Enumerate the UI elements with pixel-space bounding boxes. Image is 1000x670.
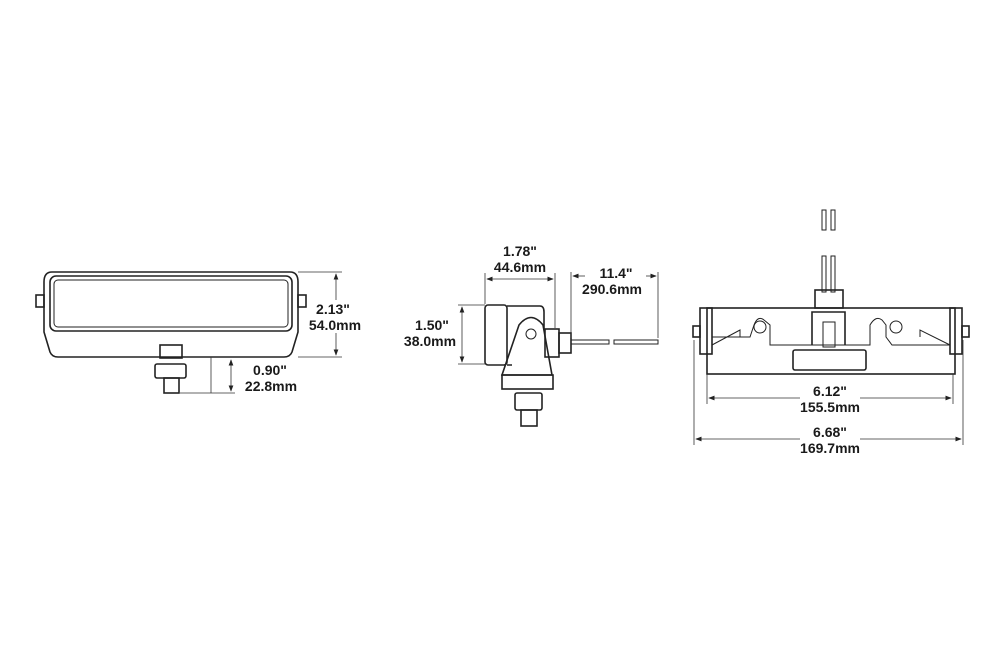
overall-width-inches-label: 6.68" <box>813 424 847 440</box>
side-tab-right <box>297 294 307 308</box>
mount-nut <box>154 363 187 379</box>
wire-1-end <box>821 209 827 231</box>
wire-1 <box>821 255 827 293</box>
wire-end <box>613 339 659 345</box>
mount-bolt <box>163 377 180 394</box>
height-inches-label: 2.13" <box>316 301 350 317</box>
heat-sink-block <box>792 349 867 371</box>
housing-outline <box>43 271 299 358</box>
body-width-inches-label: 6.12" <box>813 383 847 399</box>
body-width-mm-label: 155.5mm <box>800 399 860 415</box>
side-view: 1.78" 44.6mm 11.4" 290.6mm 1.50" 38.0mm <box>404 243 659 427</box>
connector-tip <box>558 332 572 354</box>
center-boss <box>811 311 846 345</box>
connector <box>544 328 560 358</box>
center-slot <box>822 321 836 348</box>
mount-bracket <box>500 316 553 376</box>
side-height-mm-label: 38.0mm <box>404 333 456 349</box>
depth-inches-label: 1.78" <box>503 243 537 259</box>
wire-length-inches-label: 11.4" <box>599 265 632 281</box>
rear-end-right <box>949 307 963 355</box>
rear-ribs <box>711 329 951 346</box>
rear-fins <box>712 317 950 346</box>
mount-depth-inches-label: 0.90" <box>253 362 287 378</box>
side-height-inches-label: 1.50" <box>415 317 449 333</box>
lens-inner <box>53 279 289 328</box>
bracket-base <box>501 374 554 390</box>
rear-end-left <box>699 307 713 355</box>
screw-boss-left <box>753 320 767 334</box>
screw-boss-right <box>889 320 903 334</box>
lens-side <box>484 304 508 366</box>
bracket-bolt <box>520 409 538 427</box>
side-tab-left <box>35 294 45 308</box>
wire-length-mm-label: 290.6mm <box>582 281 642 297</box>
depth-mm-label: 44.6mm <box>494 259 546 275</box>
bracket-nut <box>514 392 543 411</box>
wire-segment <box>570 339 610 345</box>
overall-width-mm-label: 169.7mm <box>800 440 860 456</box>
rear-tab-right <box>961 325 970 338</box>
front-view: 2.13" 54.0mm 0.90" 22.8mm <box>35 271 361 394</box>
pivot-gear <box>525 328 537 340</box>
housing-side <box>507 305 545 366</box>
mount-stud <box>159 344 183 359</box>
wire-2 <box>830 255 836 293</box>
wire-2-end <box>830 209 836 231</box>
rear-view: 6.12" 155.5mm 6.68" 169.7mm <box>692 209 970 456</box>
rear-housing <box>706 307 956 375</box>
lens <box>49 275 293 332</box>
height-mm-label: 54.0mm <box>309 317 361 333</box>
rear-tab-left <box>692 325 701 338</box>
wire-grommet <box>814 289 844 309</box>
mount-depth-mm-label: 22.8mm <box>245 378 297 394</box>
